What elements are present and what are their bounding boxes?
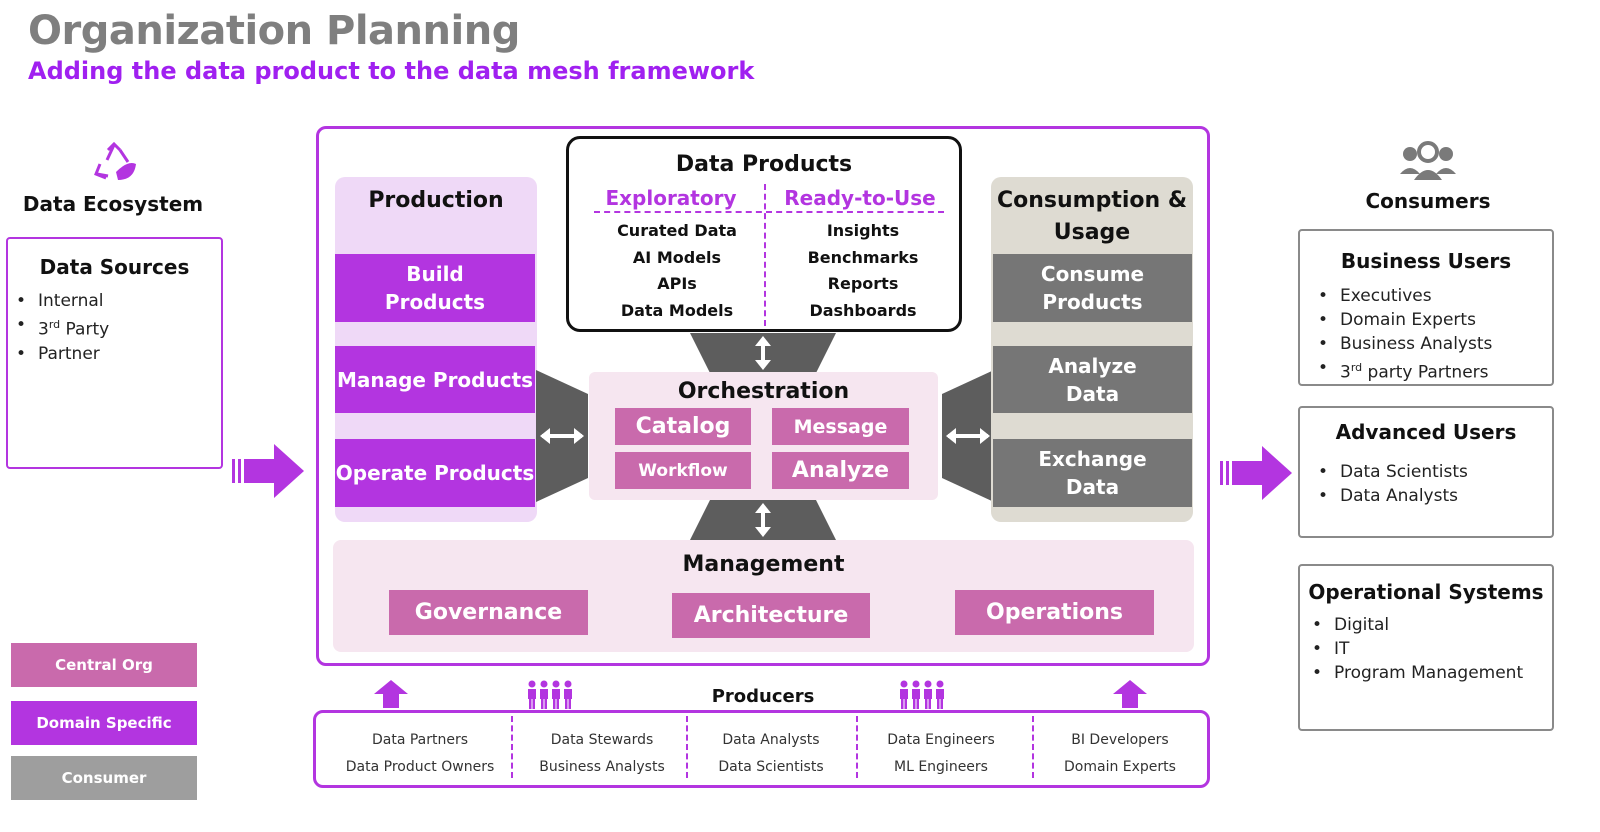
governance-box: Governance xyxy=(389,590,588,635)
advanced-users-card: Advanced Users Data Scientists Data Anal… xyxy=(1298,406,1554,538)
data-products-connector xyxy=(690,333,836,373)
workflow-box: Workflow xyxy=(615,452,751,489)
producers-box xyxy=(313,710,1210,788)
producer-divider xyxy=(1032,716,1034,778)
list-item: Data Analysts xyxy=(1318,484,1552,508)
recycle-leaf-icon xyxy=(94,141,140,188)
people-icon xyxy=(528,680,572,709)
catalog-box: Catalog xyxy=(615,408,751,445)
list-item: Internal xyxy=(16,289,221,313)
list-item: Domain Experts xyxy=(1318,308,1552,332)
producer-divider xyxy=(511,716,513,778)
up-arrow-icon xyxy=(1113,680,1147,708)
producer-divider xyxy=(856,716,858,778)
people-icon xyxy=(900,680,944,709)
list-item: Data Models xyxy=(620,300,734,320)
build-products-box: Build Products xyxy=(335,254,535,322)
list-item: Curated Data xyxy=(617,221,737,240)
list-item: Business Analysts xyxy=(1318,332,1552,356)
operational-systems-title: Operational Systems xyxy=(1308,580,1544,604)
management-connector xyxy=(690,500,836,540)
data-sources-card: Data Sources Internal 3rd Party Partner xyxy=(6,237,223,469)
legend-central-org: Central Org xyxy=(11,643,197,687)
legend-consumer: Consumer xyxy=(11,756,197,800)
manage-products-box: Manage Products xyxy=(335,346,535,413)
flow-arrow-right-icon xyxy=(232,442,306,500)
ready-to-use-list: Insights Benchmarks Reports Dashboards xyxy=(776,218,950,324)
consumption-connector xyxy=(942,370,994,502)
list-item: IT xyxy=(1312,637,1552,661)
analyze-data-box: Analyze Data xyxy=(993,346,1192,413)
data-products-title: Data Products xyxy=(675,152,853,177)
list-item: Insights xyxy=(826,221,900,240)
data-sources-title: Data Sources xyxy=(39,255,190,279)
exploratory-list: Curated Data AI Models APIs Data Models xyxy=(594,218,760,324)
list-item: 3rd Party xyxy=(16,313,221,342)
data-products-hline xyxy=(594,211,944,213)
list-item: Benchmarks xyxy=(807,247,919,267)
list-item: Reports xyxy=(827,274,899,293)
list-item: Program Management xyxy=(1312,661,1552,685)
producers-title: Producers xyxy=(711,686,815,707)
list-item: Partner xyxy=(16,342,221,366)
management-title: Management xyxy=(682,552,845,577)
list-item: 3rd party Partners xyxy=(1318,356,1552,385)
list-item: Data Scientists xyxy=(1318,460,1552,484)
page-title: Organization Planning xyxy=(28,8,520,54)
consumers-label: Consumers xyxy=(1365,189,1491,213)
list-item: Digital xyxy=(1312,613,1552,637)
business-users-title: Business Users xyxy=(1340,249,1512,273)
message-box: Message xyxy=(772,408,909,445)
exchange-data-box: Exchange Data xyxy=(993,439,1192,507)
production-connector xyxy=(536,370,588,502)
flow-arrow-right-icon xyxy=(1220,444,1294,502)
legend-domain-specific: Domain Specific xyxy=(11,701,197,745)
consumption-title: Consumption & Usage xyxy=(996,188,1188,245)
business-users-card: Business Users Executives Domain Experts… xyxy=(1298,229,1554,386)
list-item: APIs xyxy=(657,274,697,293)
consume-products-box: Consume Products xyxy=(993,254,1192,322)
advanced-users-title: Advanced Users xyxy=(1335,420,1517,444)
operations-box: Operations xyxy=(955,590,1154,635)
ready-to-use-heading: Ready-to-Use xyxy=(784,186,936,210)
data-ecosystem-label: Data Ecosystem xyxy=(22,192,204,216)
list-item: Dashboards xyxy=(809,300,917,320)
page-subtitle: Adding the data product to the data mesh… xyxy=(28,57,755,85)
up-arrow-icon xyxy=(374,680,408,708)
production-title: Production xyxy=(368,188,504,213)
producer-divider xyxy=(686,716,688,778)
orchestration-title: Orchestration xyxy=(677,379,850,404)
operate-products-box: Operate Products xyxy=(335,439,535,507)
list-item: AI Models xyxy=(632,247,722,267)
architecture-box: Architecture xyxy=(672,593,870,638)
people-group-icon xyxy=(1400,140,1456,182)
operational-systems-card: Operational Systems Digital IT Program M… xyxy=(1298,564,1554,731)
analyze-box: Analyze xyxy=(772,452,909,489)
list-item: Executives xyxy=(1318,284,1552,308)
data-products-vline xyxy=(764,184,766,326)
exploratory-heading: Exploratory xyxy=(605,186,737,210)
